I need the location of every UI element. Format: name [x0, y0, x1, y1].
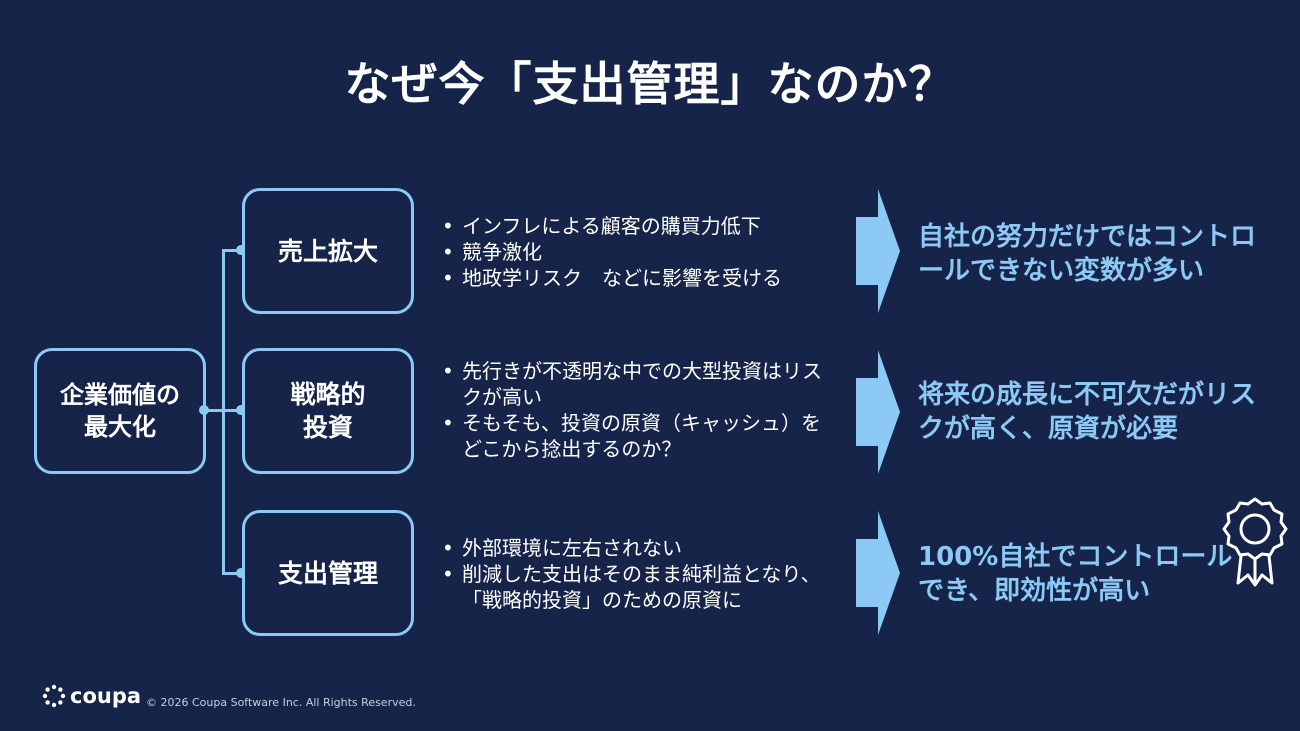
- root-box-label-line2: 最大化: [84, 413, 156, 441]
- list-item: そもそも、投資の原資（キャッシュ）をどこから捻出するのか？: [438, 410, 838, 462]
- category-label-line1: 支出管理: [277, 558, 378, 588]
- list-item: 先行きが不透明な中での大型投資はリスクが高い: [438, 358, 838, 410]
- award-ribbon-icon: [1222, 497, 1288, 587]
- result-text-strategic-investment: 将来の成長に不可欠だがリスクが高く、原資が必要: [918, 380, 1257, 444]
- connector-root-dot: [199, 405, 209, 415]
- result-text-sales-growth: 自社の努力だけではコントロールできない変数が多い: [918, 222, 1257, 286]
- category-box-spend-management: 支出管理: [242, 510, 414, 636]
- connector-root-horizontal: [206, 409, 224, 412]
- arrow-right-icon: [856, 511, 900, 635]
- category-label-line1: 戦略的: [290, 380, 366, 409]
- root-box-enterprise-value: 企業価値の 最大化: [34, 348, 206, 474]
- list-item: インフレによる顧客の購買力低下: [438, 213, 848, 239]
- bullet-list-spend-management: 外部環境に左右されない 削減した支出はそのまま純利益となり、「戦略的投資」のため…: [438, 535, 838, 613]
- list-item: 競争激化: [438, 239, 848, 265]
- category-label-line1: 売上拡大: [277, 236, 378, 266]
- connector-branch-1-dot: [236, 245, 246, 255]
- slide-title: なぜ今「支出管理」なのか？: [344, 57, 956, 111]
- arrow-right-icon: [856, 350, 900, 474]
- logo-text: coupa: [70, 684, 142, 708]
- connector-branch-3: [222, 572, 244, 575]
- connector-branch-2: [222, 409, 244, 412]
- coupa-logo: coupa: [42, 684, 141, 708]
- connector-branch-2-dot: [236, 405, 246, 415]
- category-label-line2: 投資: [302, 413, 353, 442]
- list-item: 地政学リスク などに影響を受ける: [438, 265, 848, 291]
- connector-branch-1: [222, 249, 244, 252]
- root-box-label-line1: 企業価値の: [60, 381, 180, 409]
- result-text-spend-management: 100%自社でコントロールでき、即効性が高い: [918, 542, 1233, 606]
- arrow-right-icon: [856, 189, 900, 313]
- category-box-sales-growth: 売上拡大: [242, 188, 414, 314]
- copyright-text: © 2026 Coupa Software Inc. All Rights Re…: [146, 696, 416, 709]
- coupa-logo-icon: [42, 684, 66, 708]
- connector-vertical-trunk: [222, 249, 225, 575]
- bullet-list-sales-growth: インフレによる顧客の購買力低下 競争激化 地政学リスク などに影響を受ける: [438, 213, 848, 291]
- connector-branch-3-dot: [236, 568, 246, 578]
- list-item: 外部環境に左右されない: [438, 535, 838, 561]
- bullet-list-strategic-investment: 先行きが不透明な中での大型投資はリスクが高い そもそも、投資の原資（キャッシュ）…: [438, 358, 838, 462]
- list-item: 削減した支出はそのまま純利益となり、「戦略的投資」のための原資に: [438, 561, 838, 613]
- category-box-strategic-investment: 戦略的 投資: [242, 348, 414, 474]
